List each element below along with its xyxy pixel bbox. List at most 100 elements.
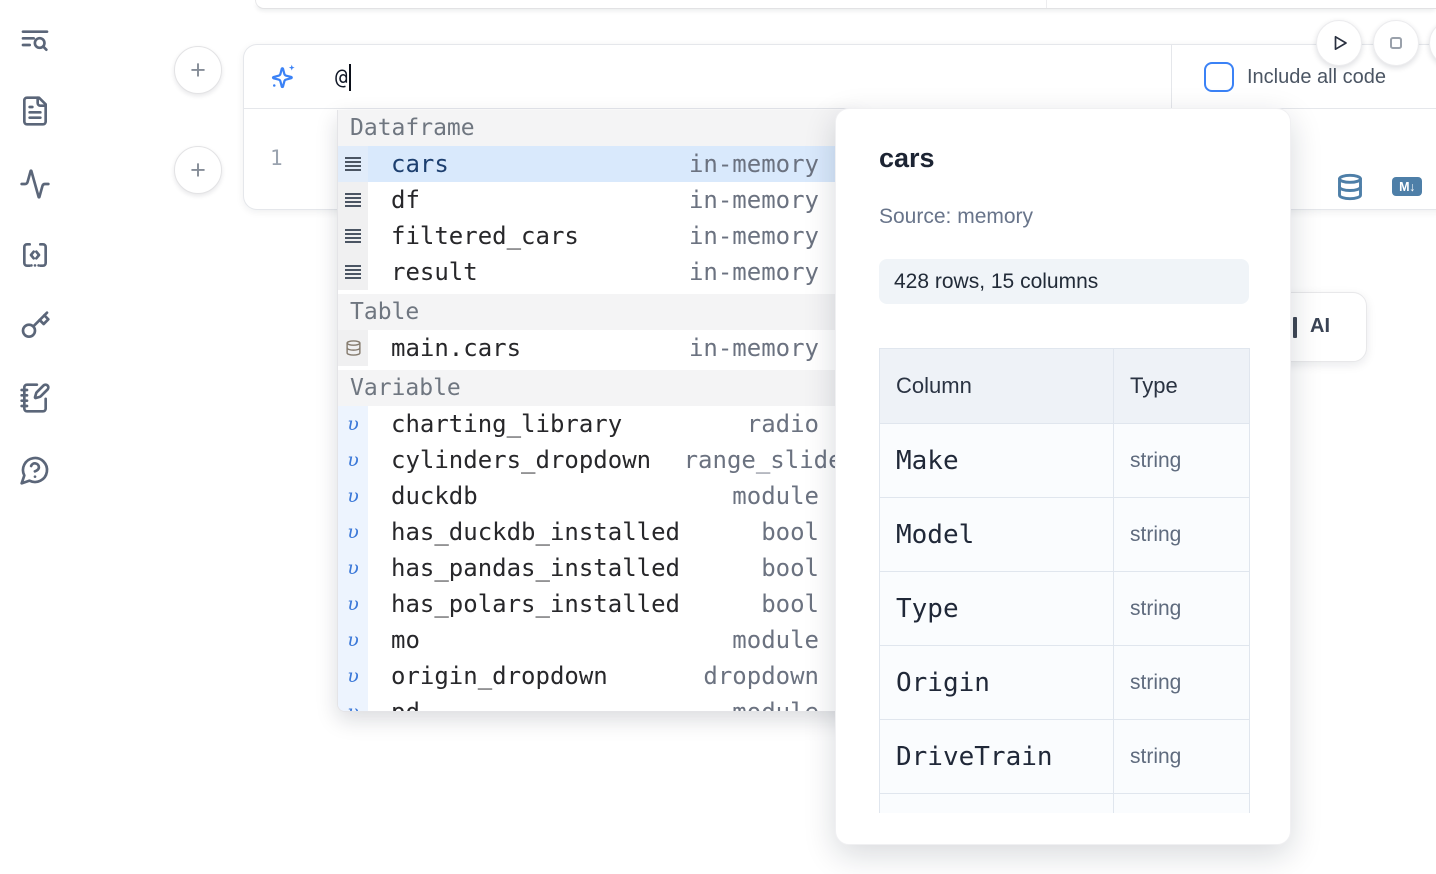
column-name-cell: Type bbox=[879, 571, 1114, 646]
completion-item[interactable]: result in-memory bbox=[338, 254, 859, 290]
table-header-cell: Column bbox=[879, 348, 1114, 424]
sidebar-item-search[interactable] bbox=[19, 24, 53, 58]
completion-item-type: in-memory bbox=[688, 334, 819, 362]
add-cell-above-button[interactable]: + bbox=[174, 46, 222, 94]
completion-item-name: origin_dropdown bbox=[391, 662, 608, 690]
markdown-icon[interactable]: M↓ bbox=[1392, 177, 1422, 196]
dataframe-icon bbox=[338, 254, 368, 290]
dataframe-icon bbox=[338, 218, 368, 254]
completion-item-name: has_pandas_installed bbox=[391, 554, 680, 582]
completion-item-name: has_duckdb_installed bbox=[391, 518, 680, 546]
completion-item-name: df bbox=[391, 186, 420, 214]
include-all-code-checkbox[interactable] bbox=[1204, 62, 1234, 92]
notebook-pen-icon bbox=[20, 383, 50, 413]
completion-item[interactable]: υ origin_dropdown dropdown bbox=[338, 658, 859, 694]
variable-icon: υ bbox=[338, 550, 368, 586]
variable-icon: υ bbox=[338, 514, 368, 550]
plus-icon: + bbox=[190, 154, 206, 185]
file-text-icon bbox=[23, 96, 47, 126]
include-all-code-label: Include all code bbox=[1247, 65, 1386, 88]
code-snippets-icon bbox=[23, 243, 47, 267]
run-cell-button[interactable] bbox=[1316, 20, 1362, 66]
completion-item[interactable]: df in-memory bbox=[338, 182, 859, 218]
column-name-cell: Model bbox=[879, 497, 1114, 572]
ai-prompt-text: @ bbox=[335, 65, 348, 89]
text-search-icon bbox=[21, 30, 49, 51]
sidebar-item-files[interactable] bbox=[19, 94, 53, 128]
column-type-cell: string bbox=[1113, 497, 1250, 572]
sidebar-item-scratchpad[interactable] bbox=[19, 381, 53, 415]
completion-item-name: cylinders_dropdown bbox=[391, 446, 652, 474]
column-name-cell: Origin bbox=[879, 645, 1114, 720]
variable-icon: υ bbox=[338, 694, 368, 711]
completion-item-name: pd bbox=[391, 698, 420, 712]
sidebar-item-secrets[interactable] bbox=[19, 309, 53, 343]
line-number: 1 bbox=[270, 146, 283, 170]
table-row-clipped bbox=[879, 793, 1250, 813]
activity-icon bbox=[20, 169, 50, 199]
completion-section-header: Dataframe bbox=[338, 110, 859, 146]
completion-item-name: charting_library bbox=[391, 410, 623, 438]
divider bbox=[1046, 0, 1047, 8]
variable-icon: υ bbox=[338, 442, 368, 478]
dataframe-icon bbox=[338, 182, 368, 218]
database-icon bbox=[338, 330, 368, 366]
database-icon[interactable] bbox=[1336, 172, 1364, 202]
column-type-cell: string bbox=[1113, 719, 1250, 794]
completion-item-type: bool bbox=[761, 590, 819, 618]
previous-cell-edge bbox=[255, 0, 1436, 9]
key-icon bbox=[21, 311, 50, 338]
dataframe-preview-panel: cars Source: memory 428 rows, 15 columns… bbox=[835, 108, 1291, 845]
panel-source: Source: memory bbox=[879, 205, 1034, 228]
code-editor-row[interactable]: 1 M↓ bbox=[244, 109, 1436, 210]
completion-item[interactable]: υ has_pandas_installed bool bbox=[338, 550, 859, 586]
completion-item-type: bool bbox=[761, 518, 819, 546]
completion-item[interactable]: main.cars in-memory bbox=[338, 330, 859, 366]
completion-item-name: result bbox=[391, 258, 478, 286]
completion-item-type: in-memory bbox=[688, 150, 819, 178]
sidebar-item-help[interactable] bbox=[19, 453, 53, 487]
column-type-cell: string bbox=[1113, 571, 1250, 646]
column-name-cell: DriveTrain bbox=[879, 719, 1114, 794]
completion-item[interactable]: υ has_duckdb_installed bool bbox=[338, 514, 859, 550]
variable-icon: υ bbox=[338, 622, 368, 658]
sidebar bbox=[0, 0, 72, 874]
include-all-code-toggle[interactable]: Include all code bbox=[1204, 45, 1386, 109]
help-chat-icon bbox=[20, 456, 49, 485]
sidebar-item-snippets[interactable] bbox=[19, 238, 53, 272]
panel-title: cars bbox=[879, 143, 935, 173]
stop-button[interactable] bbox=[1373, 20, 1419, 66]
completion-item-type: dropdown bbox=[703, 662, 819, 690]
ai-prompt-bar: @ Include all code bbox=[244, 45, 1436, 109]
add-cell-below-button[interactable]: + bbox=[174, 146, 222, 194]
completion-item-type: in-memory bbox=[688, 222, 819, 250]
sidebar-item-dependencies[interactable] bbox=[19, 167, 53, 201]
completion-item-type: bool bbox=[761, 554, 819, 582]
ai-prompt-input[interactable]: @ bbox=[335, 45, 1165, 109]
dataframe-icon bbox=[338, 146, 368, 182]
completion-item-type: module bbox=[732, 626, 819, 654]
column-type-cell: string bbox=[1113, 645, 1250, 720]
completion-item-name: main.cars bbox=[391, 334, 522, 362]
completion-item-type: in-memory bbox=[688, 186, 819, 214]
variable-icon: υ bbox=[338, 658, 368, 694]
completion-item-type: radio bbox=[746, 410, 819, 438]
variable-icon: υ bbox=[338, 586, 368, 622]
completion-section-header: Table bbox=[338, 294, 859, 330]
plus-icon: + bbox=[190, 54, 206, 85]
completion-item-type: in-memory bbox=[688, 258, 819, 286]
ai-button-label: AI bbox=[1310, 315, 1330, 337]
